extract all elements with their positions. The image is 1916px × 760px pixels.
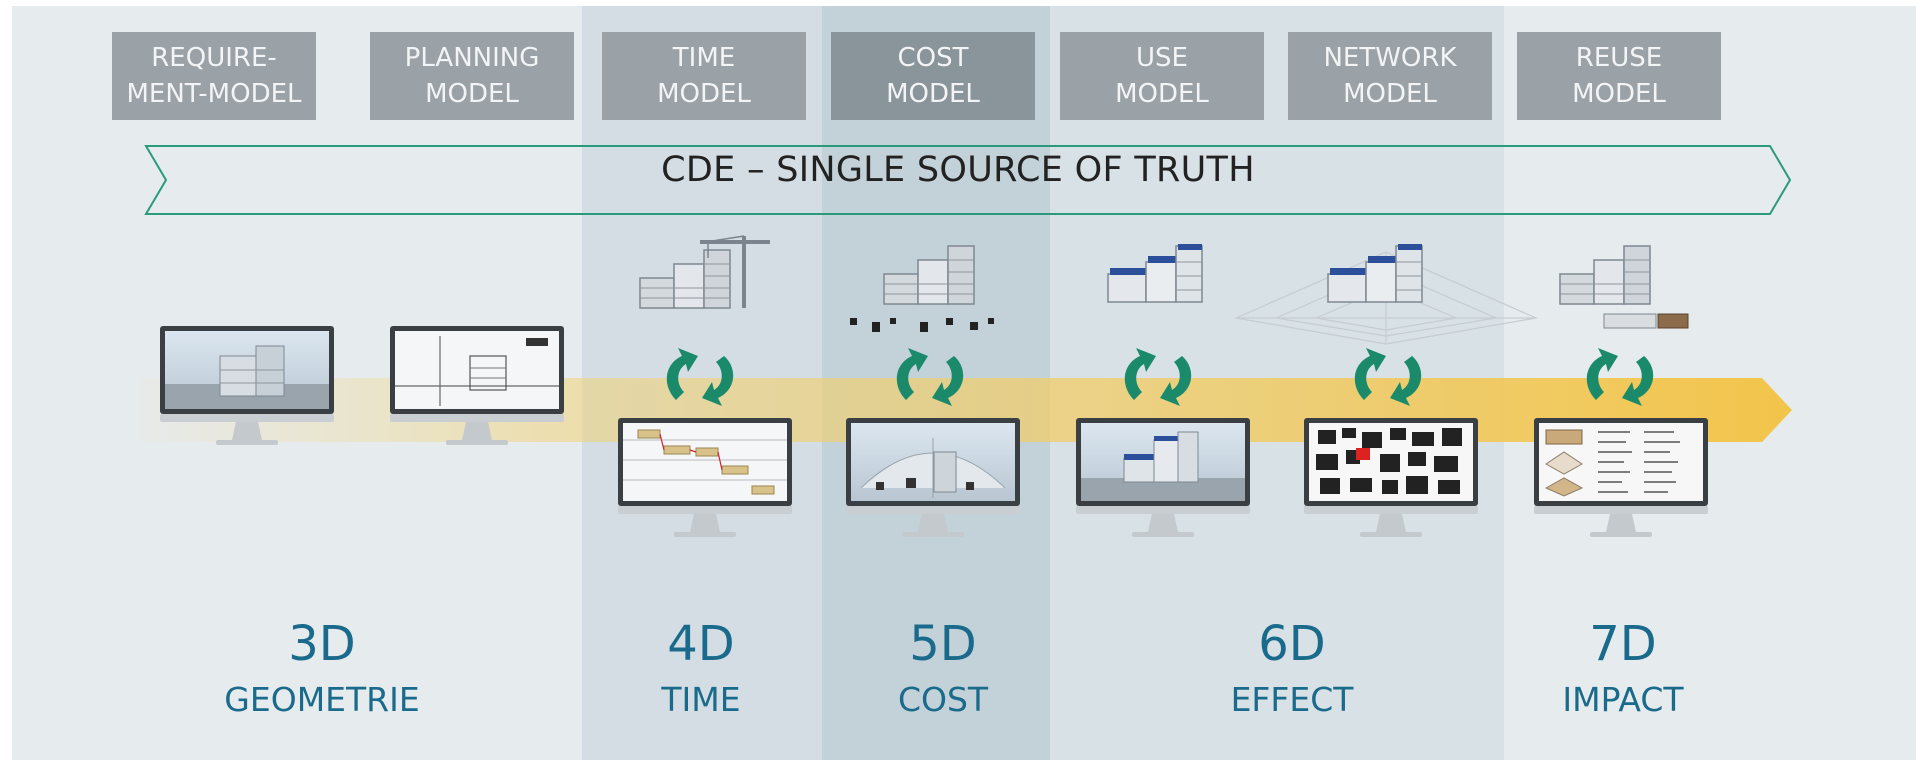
building-icon bbox=[1107, 243, 1203, 303]
building-icon bbox=[1559, 245, 1651, 305]
dimension-number-4d: 4D bbox=[667, 616, 735, 672]
dimension-number-6d: 6D bbox=[1258, 616, 1326, 672]
crane-icon bbox=[700, 235, 770, 308]
figure-icons bbox=[850, 318, 994, 332]
dimension-name-6d: EFFECT bbox=[1230, 680, 1354, 719]
monitor-icon bbox=[846, 418, 1020, 537]
dimension-number-7d: 7D bbox=[1589, 616, 1657, 672]
cde-label: CDE – SINGLE SOURCE OF TRUTH bbox=[661, 150, 1255, 190]
dimension-name-7d: IMPACT bbox=[1562, 680, 1684, 719]
building-icon bbox=[1327, 243, 1423, 303]
dimension-number-3d: 3D bbox=[288, 616, 356, 672]
monitor-icon bbox=[1076, 418, 1250, 537]
material-icon bbox=[1603, 313, 1689, 329]
dimension-name-3d: GEOMETRIE bbox=[224, 680, 420, 719]
building-icon bbox=[883, 245, 975, 305]
material-list-icon bbox=[1534, 418, 1708, 537]
model-label: REQUIRE-MENT-MODEL bbox=[126, 43, 302, 109]
city-map-icon bbox=[1304, 418, 1478, 537]
dimension-number-5d: 5D bbox=[909, 616, 977, 672]
monitor-icon bbox=[390, 326, 564, 445]
monitor-icon bbox=[618, 418, 792, 537]
model-box-requirement: REQUIRE-MENT-MODEL bbox=[112, 32, 316, 120]
dimension-name-4d: TIME bbox=[661, 680, 741, 719]
cde-banner bbox=[144, 145, 1792, 215]
dimension-name-5d: COST bbox=[897, 680, 989, 719]
monitor-icon bbox=[160, 326, 334, 445]
building-icon bbox=[639, 249, 731, 309]
